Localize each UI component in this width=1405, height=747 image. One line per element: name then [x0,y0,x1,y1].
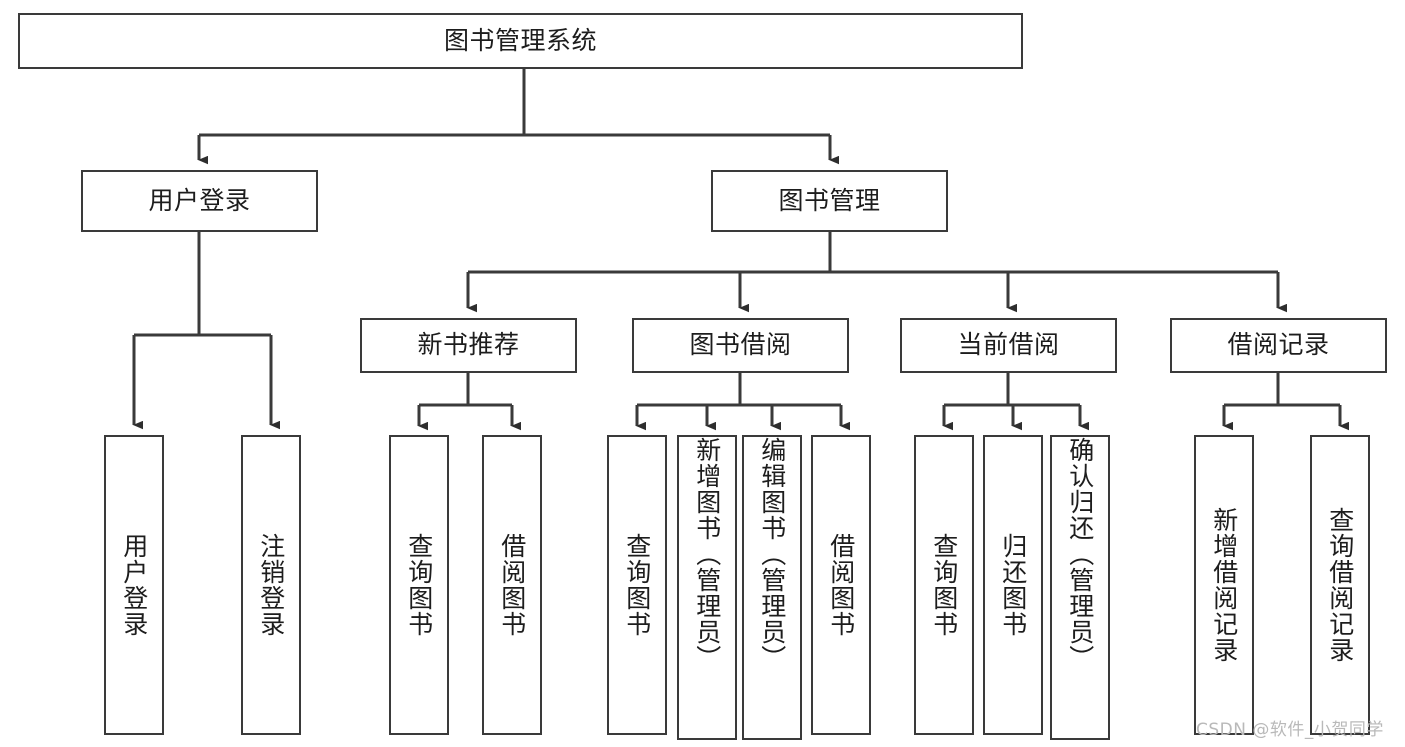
node-leaf-query-book-1[interactable]: 查询图书 [389,435,449,735]
node-root[interactable]: 图书管理系统 [18,13,1023,69]
node-new-book-recommend-label: 新书推荐 [417,330,520,360]
node-leaf-user-login[interactable]: 用户登录 [104,435,164,735]
node-root-label: 图书管理系统 [443,25,597,55]
node-current-borrow-label: 当前借阅 [957,330,1060,360]
node-book-management[interactable]: 图书管理 [711,170,948,232]
node-leaf-add-borrow-record[interactable]: 新增借阅记录 [1194,435,1254,735]
node-leaf-add-book[interactable]: 新增图书（管理员） [677,435,737,740]
node-leaf-query-book-1-label: 查询图书 [404,533,434,637]
node-leaf-query-book-2[interactable]: 查询图书 [607,435,667,735]
node-leaf-query-book-3-label: 查询图书 [929,533,959,637]
node-leaf-borrow-book-2-label: 借阅图书 [826,533,856,637]
node-leaf-borrow-book-1[interactable]: 借阅图书 [482,435,542,735]
node-book-borrow[interactable]: 图书借阅 [632,318,849,373]
node-book-borrow-label: 图书借阅 [689,330,792,360]
node-leaf-logout-label: 注销登录 [256,533,286,637]
node-user-login-label: 用户登录 [148,185,251,215]
node-leaf-confirm-return[interactable]: 确认归还（管理员） [1050,435,1110,740]
node-leaf-add-book-label: 新增图书（管理员） [692,437,722,671]
node-new-book-recommend[interactable]: 新书推荐 [360,318,577,373]
csdn-watermark: CSDN @软件_小贺同学 [1196,720,1384,740]
node-leaf-confirm-return-label: 确认归还（管理员） [1065,437,1095,671]
node-leaf-user-login-label: 用户登录 [119,533,149,637]
node-user-login[interactable]: 用户登录 [81,170,318,232]
node-borrow-record-label: 借阅记录 [1227,330,1330,360]
node-leaf-return-book-label: 归还图书 [998,533,1028,637]
node-borrow-record[interactable]: 借阅记录 [1170,318,1387,373]
node-leaf-add-borrow-record-label: 新增借阅记录 [1209,507,1239,663]
node-leaf-edit-book[interactable]: 编辑图书（管理员） [742,435,802,740]
node-leaf-query-borrow-record-label: 查询借阅记录 [1325,507,1355,663]
node-leaf-borrow-book-1-label: 借阅图书 [497,533,527,637]
node-leaf-query-book-3[interactable]: 查询图书 [914,435,974,735]
node-leaf-query-book-2-label: 查询图书 [622,533,652,637]
node-leaf-logout[interactable]: 注销登录 [241,435,301,735]
node-leaf-borrow-book-2[interactable]: 借阅图书 [811,435,871,735]
node-leaf-return-book[interactable]: 归还图书 [983,435,1043,735]
node-leaf-query-borrow-record[interactable]: 查询借阅记录 [1310,435,1370,735]
node-leaf-edit-book-label: 编辑图书（管理员） [757,437,787,671]
node-book-management-label: 图书管理 [778,185,881,215]
node-current-borrow[interactable]: 当前借阅 [900,318,1117,373]
